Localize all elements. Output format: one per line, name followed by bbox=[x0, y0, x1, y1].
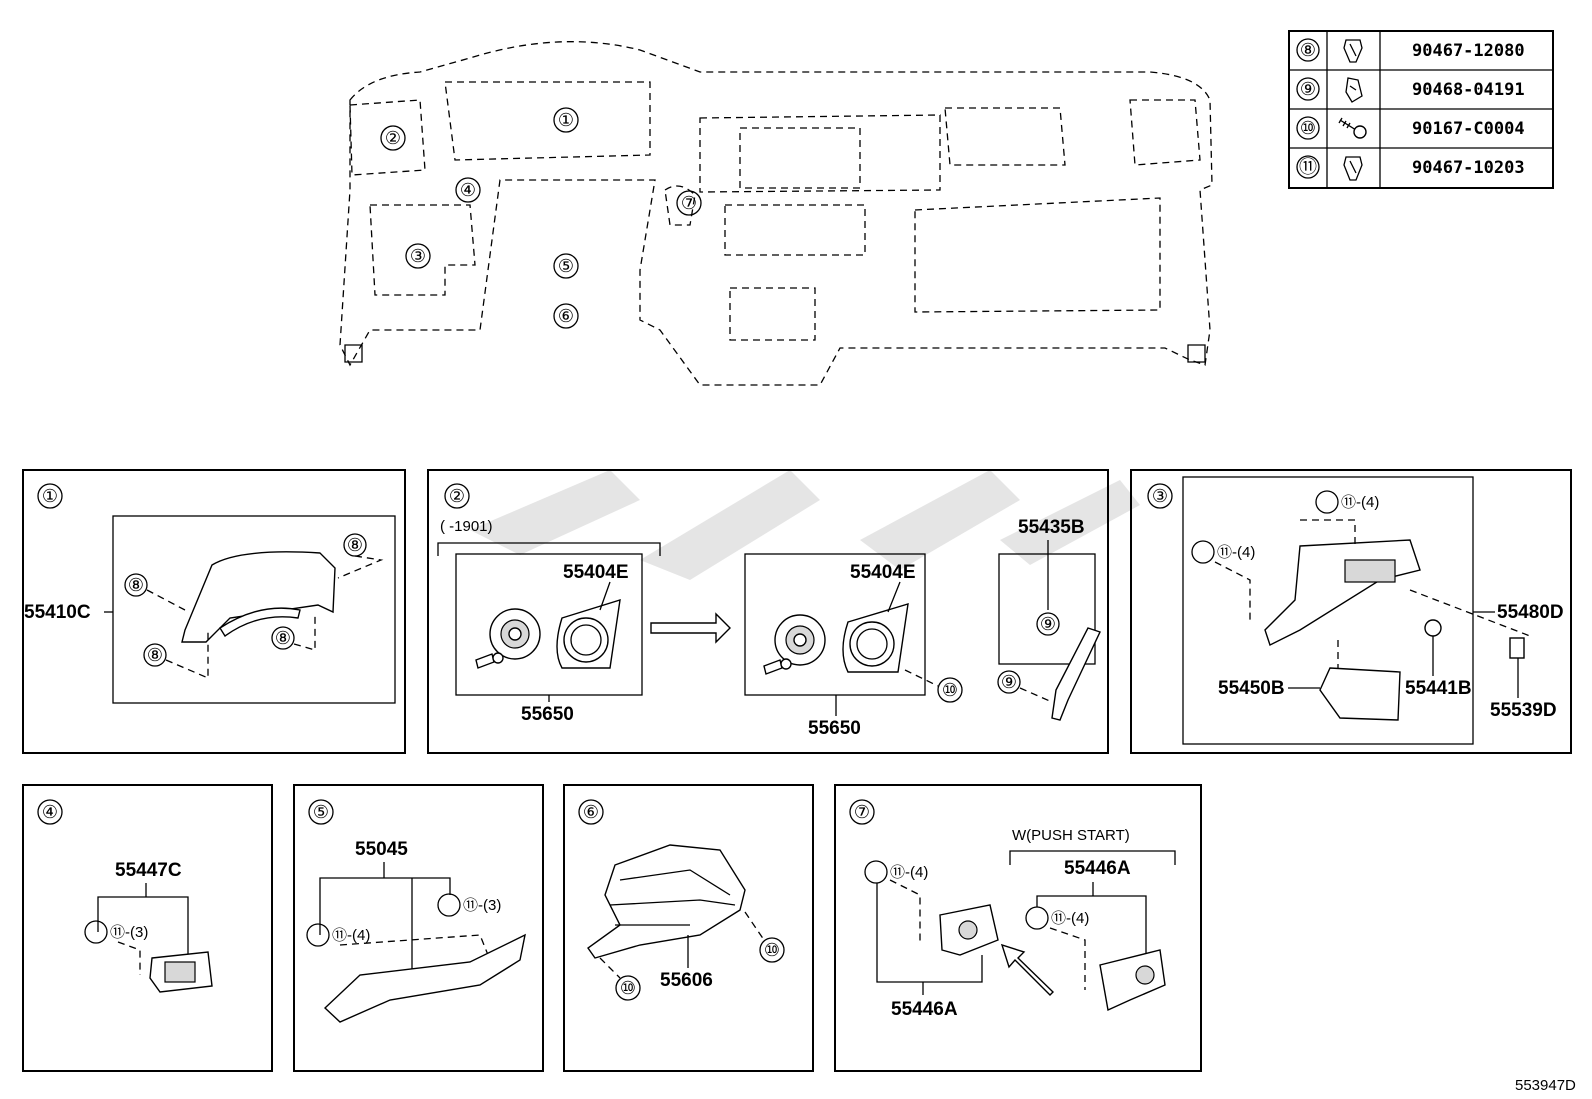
part-label-55446A: 55446A bbox=[1064, 858, 1131, 879]
speaker-before bbox=[475, 581, 621, 669]
screw-callout: ⑩ bbox=[764, 940, 780, 960]
fastener-ref: ⑨ bbox=[1300, 79, 1316, 99]
callout-2: ② bbox=[385, 128, 401, 148]
fastener-part-no: 90467-12080 bbox=[1412, 41, 1525, 61]
screw-callout: ⑩ bbox=[620, 978, 636, 998]
panel-7: ⑦ W(PUSH START) 55446A ⑪-(4) 55446A ⑪-(4… bbox=[834, 784, 1202, 1072]
part-label-55404E: 55404E bbox=[563, 562, 629, 583]
arrow-diagonal-icon bbox=[1000, 943, 1054, 996]
clip-label: ⑪-(3) bbox=[110, 924, 148, 941]
panel-id: ⑦ bbox=[854, 802, 870, 822]
clip-label: ⑪-(4) bbox=[1051, 910, 1089, 927]
callout-6: ⑥ bbox=[558, 306, 574, 326]
lower-cover bbox=[323, 933, 526, 1023]
fastener-ref: ⑧ bbox=[1300, 40, 1316, 60]
panel-id: ① bbox=[42, 486, 58, 506]
push-start-bezel bbox=[1099, 949, 1166, 1012]
fastener-row: ⑩ 90167-C0004 bbox=[1296, 116, 1525, 140]
screw-icon bbox=[1338, 117, 1367, 139]
fastener-part-no: 90467-10203 bbox=[1412, 158, 1525, 178]
part-label-55446A: 55446A bbox=[891, 999, 958, 1020]
side-trim bbox=[1051, 627, 1101, 721]
part-label-55410C: 55410C bbox=[24, 602, 91, 623]
dashboard-overview bbox=[339, 41, 1213, 386]
callout-4: ④ bbox=[460, 180, 476, 200]
panel-2: ② ( -1901) 55404E 55650 55404E bbox=[427, 469, 1109, 754]
callout-3: ③ bbox=[410, 246, 426, 266]
fastener-table: ⑧ 90467-12080 ⑨ 90468-04191 ⑩ 90167-C000… bbox=[1288, 30, 1554, 189]
assy-label-55650: 55650 bbox=[521, 704, 574, 725]
figure-id: 553947D bbox=[1515, 1077, 1576, 1094]
screw-callout: ⑩ bbox=[942, 680, 958, 700]
clip-callout: ⑨ bbox=[1040, 614, 1056, 634]
lower-panel bbox=[1264, 539, 1421, 646]
panel-3: ③ ⑪-(4) ⑪-(4) 55480D 55450B 55441B 55539… bbox=[1130, 469, 1572, 754]
clip-callout: ⑨ bbox=[1001, 672, 1017, 692]
panel-4: ④ 55447C ⑪-(3) bbox=[22, 784, 273, 1072]
panel-id: ④ bbox=[42, 802, 58, 822]
svg-text:⑧: ⑧ bbox=[347, 535, 363, 555]
fastener-ref: ⑩ bbox=[1300, 118, 1316, 138]
part-label-55606: 55606 bbox=[660, 970, 713, 991]
panel-1: ① 55410C ⑧ ⑧ ⑧ ⑧ bbox=[22, 469, 406, 754]
panel-id: ② bbox=[449, 486, 465, 506]
panel-6: ⑥ 55606 ⑩ ⑩ bbox=[563, 784, 814, 1072]
panel-id: ③ bbox=[1152, 486, 1168, 506]
storage-box bbox=[1319, 667, 1401, 721]
svg-text:⑧: ⑧ bbox=[275, 628, 291, 648]
part-label-55539D: 55539D bbox=[1490, 700, 1557, 721]
range-note: ( -1901) bbox=[440, 518, 493, 535]
part-label-55404E: 55404E bbox=[850, 562, 916, 583]
part-label-55480D: 55480D bbox=[1497, 602, 1564, 623]
variant-label: W(PUSH START) bbox=[1012, 827, 1130, 844]
panel-id: ⑥ bbox=[583, 802, 599, 822]
part-label-55435B: 55435B bbox=[1018, 517, 1085, 538]
panel-5: ⑤ 55045 ⑪-(4) ⑪-(3) bbox=[293, 784, 544, 1072]
clip-icon bbox=[1343, 156, 1363, 181]
fastener-ref: ⑪ bbox=[1299, 157, 1317, 177]
part-label-55045: 55045 bbox=[355, 839, 408, 860]
panel-id: ⑤ bbox=[313, 802, 329, 822]
stopper bbox=[1424, 619, 1442, 637]
watermark bbox=[470, 470, 1140, 580]
fastener-row: ⑨ 90468-04191 bbox=[1296, 77, 1525, 103]
nut-clip-icon bbox=[1345, 77, 1363, 103]
clip-icon bbox=[1343, 39, 1363, 63]
fastener-row: ⑪ 90467-10203 bbox=[1296, 155, 1525, 181]
clip-label: ⑪-(4) bbox=[332, 927, 370, 944]
svg-text:⑧: ⑧ bbox=[147, 645, 163, 665]
part-label-55447C: 55447C bbox=[115, 860, 182, 881]
svg-text:⑧: ⑧ bbox=[128, 575, 144, 595]
meter-hood bbox=[181, 551, 336, 643]
callout-5: ⑤ bbox=[558, 256, 574, 276]
arrow-right-icon bbox=[650, 612, 731, 644]
callout-1: ① bbox=[558, 110, 574, 130]
part-label-55450B: 55450B bbox=[1218, 678, 1285, 699]
overview-callouts: ① ② ③ ④ ⑤ ⑥ ⑦ bbox=[380, 107, 702, 329]
fastener-row: ⑧ 90467-12080 bbox=[1296, 38, 1525, 63]
fastener-part-no: 90468-04191 bbox=[1412, 80, 1525, 100]
fastener-part-no: 90167-C0004 bbox=[1412, 119, 1525, 139]
clip-callouts: ⑧ ⑧ ⑧ ⑧ bbox=[124, 533, 384, 679]
clip-label: ⑪-(4) bbox=[1217, 544, 1255, 561]
speaker-after bbox=[763, 581, 909, 675]
clip-label: ⑪-(4) bbox=[1341, 494, 1379, 511]
clip-label: ⑪-(4) bbox=[890, 864, 928, 881]
callout-7: ⑦ bbox=[681, 193, 697, 213]
clip-label: ⑪-(3) bbox=[463, 897, 501, 914]
part-label-55441B: 55441B bbox=[1405, 678, 1472, 699]
small-clip bbox=[1509, 637, 1525, 659]
assy-label-55650: 55650 bbox=[808, 718, 861, 739]
